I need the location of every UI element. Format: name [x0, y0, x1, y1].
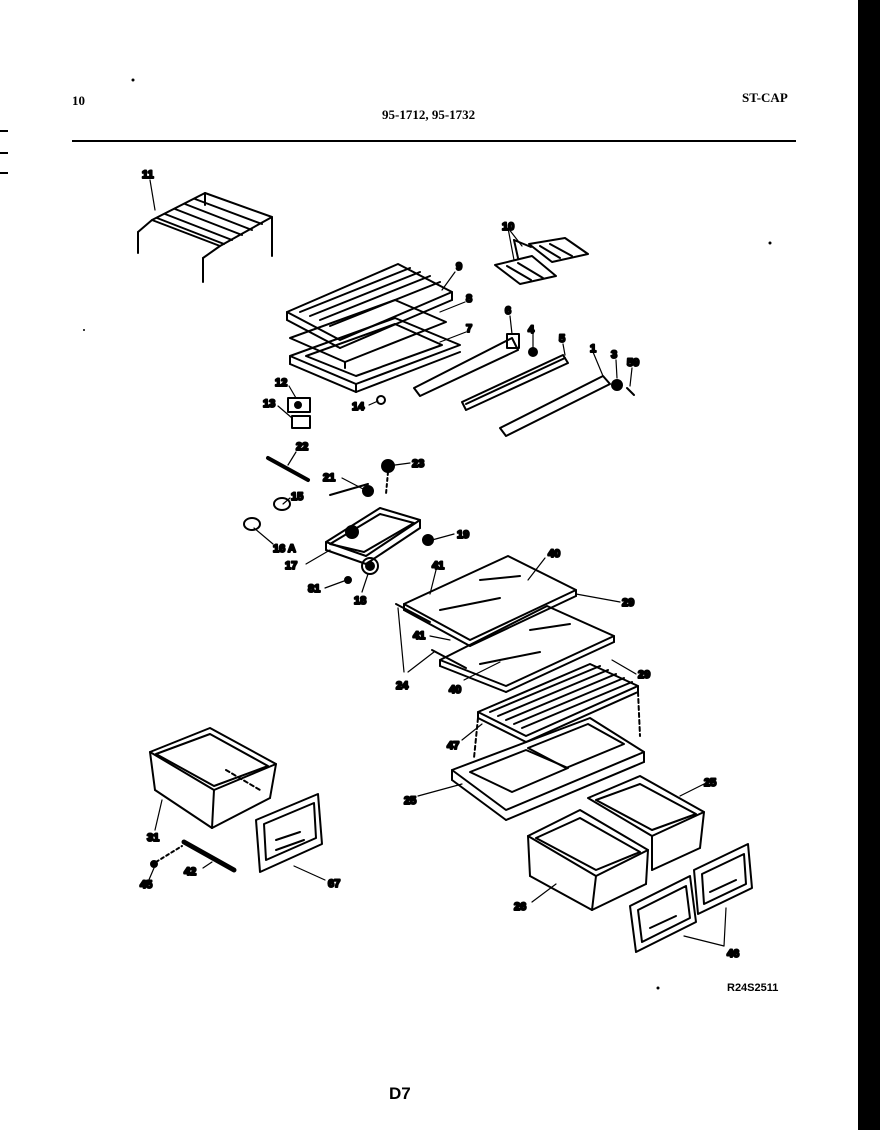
part-crisper-fronts-46: [629, 843, 753, 953]
part-shelf-rail-5: [461, 354, 569, 411]
part-shelf-rail-1: [499, 375, 611, 437]
label-part-31: 31: [147, 832, 159, 844]
label-part-12: 12: [275, 377, 287, 389]
part-bracket-22: [266, 456, 310, 482]
label-part-59: 59: [627, 357, 639, 369]
part-shelf-rail-6: [413, 333, 520, 397]
leader-lines: [147, 179, 727, 947]
label-part-26: 26: [514, 901, 526, 913]
label-part-23: 23: [412, 458, 424, 470]
model-numbers: 95-1712, 95-1732: [382, 107, 476, 122]
part-freezer-cover-9: [286, 263, 453, 349]
part-wire-shelf-11: [137, 192, 273, 283]
label-part-8-cover: 8: [466, 293, 472, 305]
part-glass-shelf-upper-40: [403, 555, 577, 647]
scan-edge-mark: [0, 152, 8, 154]
part-crisper-frame-25: [451, 717, 645, 821]
part-crisper-drawer-right-26: [587, 775, 705, 871]
label-part-1: 1: [590, 343, 596, 355]
label-part-9: 9: [456, 261, 462, 273]
label-part-21: 21: [323, 472, 335, 484]
label-part-41-lower: 41: [413, 630, 425, 642]
label-part-11: 11: [142, 169, 154, 181]
part-handle-42: [150, 839, 237, 873]
part-small-hardware: [376, 347, 635, 405]
part-clips-12-13: [287, 397, 311, 429]
drawing-reference-code: R24S2511: [727, 982, 779, 994]
label-part-24: 24: [396, 680, 409, 692]
part-ice-trays-10: [494, 237, 589, 285]
label-part-3: 3: [611, 349, 617, 361]
scan-specks: [83, 78, 772, 990]
label-part-16a: 16 A: [273, 543, 296, 555]
label-part-4: 4: [528, 324, 535, 336]
label-part-18: 18: [354, 595, 366, 607]
part-crisper-drawer-left-26: [527, 809, 649, 911]
label-part-15: 15: [291, 491, 303, 503]
label-part-46: 46: [727, 948, 739, 960]
label-part-19: 19: [457, 529, 469, 541]
part-drawer-31: [149, 727, 277, 829]
label-part-6: 6: [505, 305, 511, 317]
scan-edge-mark: [0, 172, 8, 174]
part-freezer-floor-7: [289, 317, 461, 393]
label-part-47: 47: [447, 740, 459, 752]
label-part-29-upper: 29: [622, 597, 634, 609]
part-control-knobs: [243, 459, 395, 531]
label-part-45: 45: [140, 879, 152, 891]
part-shelf-brackets-24: [395, 603, 467, 669]
part-glass-shelf-lower-40: [439, 605, 615, 693]
label-part-40-lower: 40: [449, 684, 461, 696]
label-part-22: 22: [296, 441, 308, 453]
series-code: ST-CAP: [742, 90, 788, 105]
label-part-81: 81: [308, 583, 320, 595]
label-part-13: 13: [263, 398, 275, 410]
parts-diagram-page: 10 95-1712, 95-1732 ST-CAP: [0, 0, 858, 1130]
label-part-10: 10: [502, 221, 514, 233]
label-part-25-frame: 25: [404, 795, 416, 807]
part-control-housing-17: [325, 507, 434, 584]
scan-edge-mark: [0, 130, 8, 132]
header-rule: [72, 140, 796, 142]
label-part-14: 14: [352, 401, 365, 413]
part-drawer-front-67: [255, 793, 323, 873]
label-part-25-drawer: 25: [704, 777, 716, 789]
exploded-view-diagram: 11 10 9 8 7 6 4 5 1 3 59 12 13 14 22 23 …: [83, 78, 772, 990]
label-part-42: 42: [184, 866, 196, 878]
label-part-29-lower: 29: [638, 669, 650, 681]
part-freezer-pan-8: [289, 299, 447, 369]
label-part-17: 17: [285, 560, 297, 572]
page-number: 10: [72, 93, 85, 108]
part-crisper-cover-47: [473, 663, 641, 759]
scan-border: [858, 0, 880, 1130]
page-code: D7: [389, 1084, 411, 1103]
label-part-41-upper: 41: [432, 560, 444, 572]
label-part-5: 5: [559, 333, 565, 345]
label-part-7: 7: [466, 323, 472, 335]
label-part-40-upper: 40: [548, 548, 560, 560]
label-part-67: 67: [328, 878, 340, 890]
